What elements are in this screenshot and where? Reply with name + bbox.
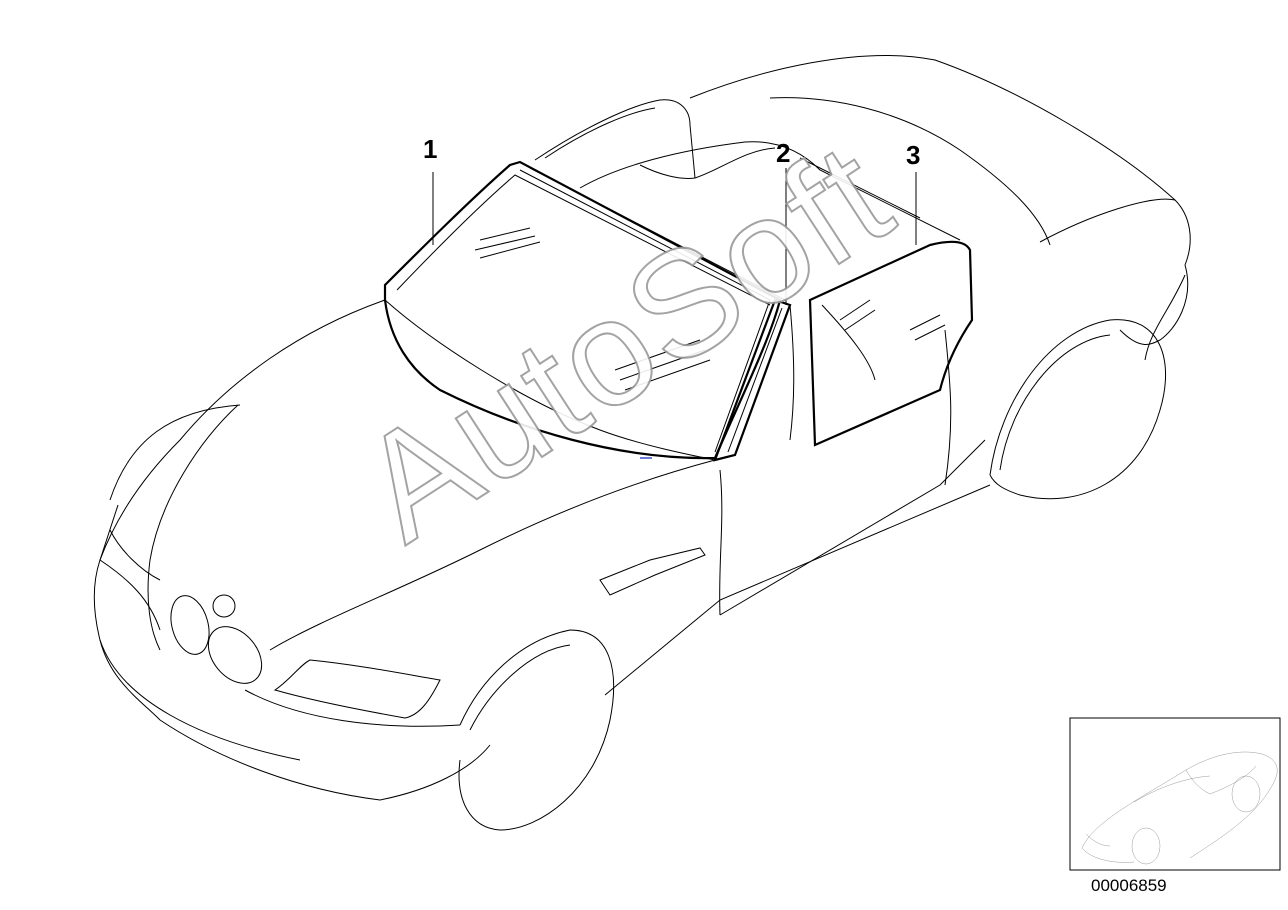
car-body-outline (93, 55, 1191, 831)
thumbnail-inset (1069, 717, 1281, 871)
callout-part-3: 3 (906, 140, 921, 170)
callout-part-1: 1 (423, 134, 438, 164)
diagram-code: 00006859 (1091, 876, 1167, 895)
callout-part-2: 2 (776, 138, 791, 168)
pillar-trim-part-2 (713, 298, 795, 462)
door-window-part-3 (808, 240, 974, 447)
leader-lines (432, 157, 921, 305)
